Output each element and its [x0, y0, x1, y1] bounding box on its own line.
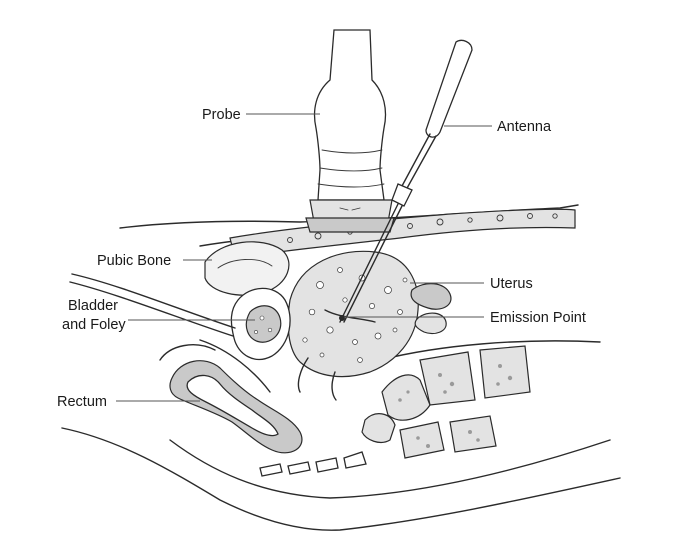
ovary — [410, 283, 452, 335]
foley-label: and Foley — [62, 317, 126, 333]
labels: Probe Antenna Pubic Bone Uterus Bladder … — [57, 107, 586, 410]
emission-point-marker — [339, 315, 345, 321]
pubic-bone — [204, 241, 290, 296]
pubic-bone-label: Pubic Bone — [97, 253, 171, 269]
foley-catheter — [69, 273, 236, 337]
antenna-label: Antenna — [497, 119, 552, 135]
bladder — [230, 287, 291, 361]
sacrum — [259, 345, 531, 477]
uterus-label: Uterus — [490, 276, 533, 292]
leader-lines — [116, 113, 492, 402]
probe-label: Probe — [202, 107, 241, 123]
rectum — [159, 339, 303, 454]
emission-point-label: Emission Point — [490, 310, 586, 326]
rectum-label: Rectum — [57, 394, 107, 410]
bladder-label: Bladder — [68, 298, 118, 314]
uterus — [287, 250, 419, 401]
ablation-antenna — [339, 39, 473, 323]
ultrasound-probe — [305, 29, 395, 233]
